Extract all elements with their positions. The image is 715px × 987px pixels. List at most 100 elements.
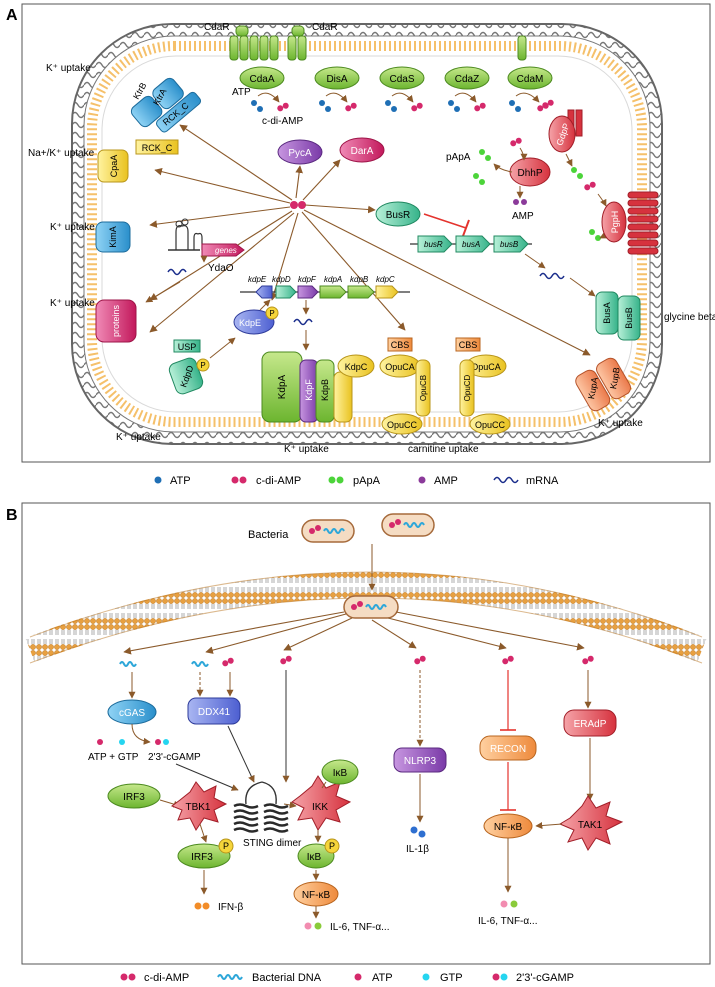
ddx41-label: DDX41 [198, 707, 231, 718]
opuca2-label: OpuCA [471, 362, 501, 372]
busr-label: BusR [386, 210, 410, 221]
na-k-uptake-label: Na+/K⁺ uptake [28, 148, 95, 159]
busb-label: BusB [624, 307, 634, 329]
kdpc-protein [337, 354, 375, 378]
rck-c-2-box [135, 139, 179, 155]
bus-gene-label: busR [424, 240, 443, 249]
legend-a-label: AMP [434, 475, 458, 487]
legend-a-cdiamp: c-di-AMP [231, 475, 301, 487]
cbs1-box [387, 337, 413, 352]
ifn-dot-2 [202, 902, 210, 910]
recon-label: RECON [490, 744, 526, 755]
opucd-protein [459, 359, 475, 417]
busr-inhibit-line [423, 213, 467, 229]
ddx41-cdiamp [222, 657, 234, 667]
cdiamp-dots [277, 102, 549, 112]
irf3-phospho [218, 838, 234, 854]
irf3-b-label: IRF3 [191, 852, 213, 863]
kdpe-protein [233, 309, 275, 335]
legend-b-cgamp: 2'3'-cGAMP [492, 972, 574, 984]
irf3-phospho-label: P [223, 841, 229, 851]
busa-label: BusA [602, 302, 612, 324]
papa-label: pApA [446, 152, 471, 163]
kdpe-to-operon-arrow [259, 299, 271, 311]
kdpc-tail [333, 371, 353, 423]
atp-label: ATP [232, 87, 251, 98]
sting-cdiamp [280, 655, 292, 665]
tak1-label: TAK1 [578, 820, 603, 831]
enzyme-cdaa-label: CdaA [249, 74, 274, 85]
atp-dot-b [97, 739, 103, 745]
busb-protein [617, 295, 641, 341]
kdp-gene-label: kdpA [324, 275, 342, 284]
kdpe-label: KdpE [239, 318, 261, 328]
busr-protein [375, 201, 421, 227]
cytokine-b-dot-1 [500, 900, 508, 908]
kdpd-protein [168, 357, 204, 395]
ikk-label: IKK [312, 802, 328, 813]
legend-b-dna: Bacterial DNA [217, 972, 322, 984]
gdpp-tm-2 [575, 109, 583, 137]
eradp-cdiamp [582, 655, 594, 665]
il6-a-label: IL-6, TNF-α... [330, 922, 390, 933]
atp-gtp-label: ATP + GTP [88, 752, 139, 763]
enzyme-cdaa [239, 66, 285, 90]
nlrp3-cdiamp [414, 655, 426, 665]
cytokine-b-dot-2 [510, 900, 518, 908]
proteins-label: proteins [111, 304, 121, 337]
kup-system [575, 357, 631, 412]
cyclase-arrows [257, 92, 540, 103]
panel-b-letter: B [6, 507, 18, 524]
tbk1-burst [170, 781, 228, 831]
pyca-protein [277, 139, 323, 165]
legend-b-label: ATP [372, 972, 393, 984]
k-uptake-tl-label: K⁺ uptake [46, 63, 91, 74]
enzyme-cdas [379, 66, 425, 90]
mrna-to-proteins-arrow [145, 281, 181, 303]
recon-protein [479, 735, 537, 761]
ikb-a-protein [321, 759, 359, 785]
kdpd-phospho [196, 358, 210, 372]
tak1-burst [558, 795, 624, 851]
legend-a-label: pApA [353, 475, 381, 487]
legend-b-gtp: GTP [422, 972, 463, 984]
legend-a-label: mRNA [526, 475, 559, 487]
kupa-label: KupA [586, 376, 600, 399]
eradp-protein [563, 709, 617, 737]
cpaa-protein [97, 149, 129, 183]
cdar-left [229, 25, 279, 61]
cytokine-a-dot-1 [304, 922, 312, 930]
ifn-dot-1 [194, 902, 202, 910]
dhhp-substrate [473, 137, 528, 205]
bus-translation-arrow [569, 277, 596, 297]
atp-dots [251, 100, 521, 112]
pgph-tm [627, 191, 659, 255]
ikb-to-ikk-link [321, 781, 327, 789]
sting-to-ikk-arrow [283, 801, 297, 809]
nlrp3-protein [393, 747, 447, 773]
bacteria-label: Bacteria [248, 529, 289, 541]
nlrp3-label: NLRP3 [404, 756, 437, 767]
bacterium-1 [301, 519, 355, 543]
ddx41-protein [187, 697, 241, 725]
kdp-gene-label: kdpD [272, 275, 291, 284]
bus-gene-label: busB [500, 240, 519, 249]
opucc1-label: OpuCC [387, 420, 418, 430]
kdp-mrna [293, 318, 313, 326]
ikb-b-label: IκB [307, 852, 322, 863]
opucc2-label: OpuCC [475, 420, 506, 430]
panel-a-letter: A [6, 7, 18, 24]
cgas-dna [119, 661, 137, 667]
legend-a-papa: pApA [328, 475, 381, 487]
bus-transcription-arrow [524, 253, 546, 269]
enzyme-disa [314, 66, 360, 90]
cbs2-box [455, 337, 481, 352]
legend-a: ATP c-di-AMP pApA AMP mRNA [154, 475, 559, 487]
branch-arrows [123, 611, 585, 655]
busr-inhibit-bar [462, 219, 470, 237]
pyca-label: PycA [288, 148, 312, 159]
cdar-right-label: CdaR [312, 22, 338, 33]
opucb-protein [415, 359, 431, 417]
legend-a-mrna: mRNA [493, 475, 559, 487]
legend-b-label: GTP [440, 972, 463, 984]
